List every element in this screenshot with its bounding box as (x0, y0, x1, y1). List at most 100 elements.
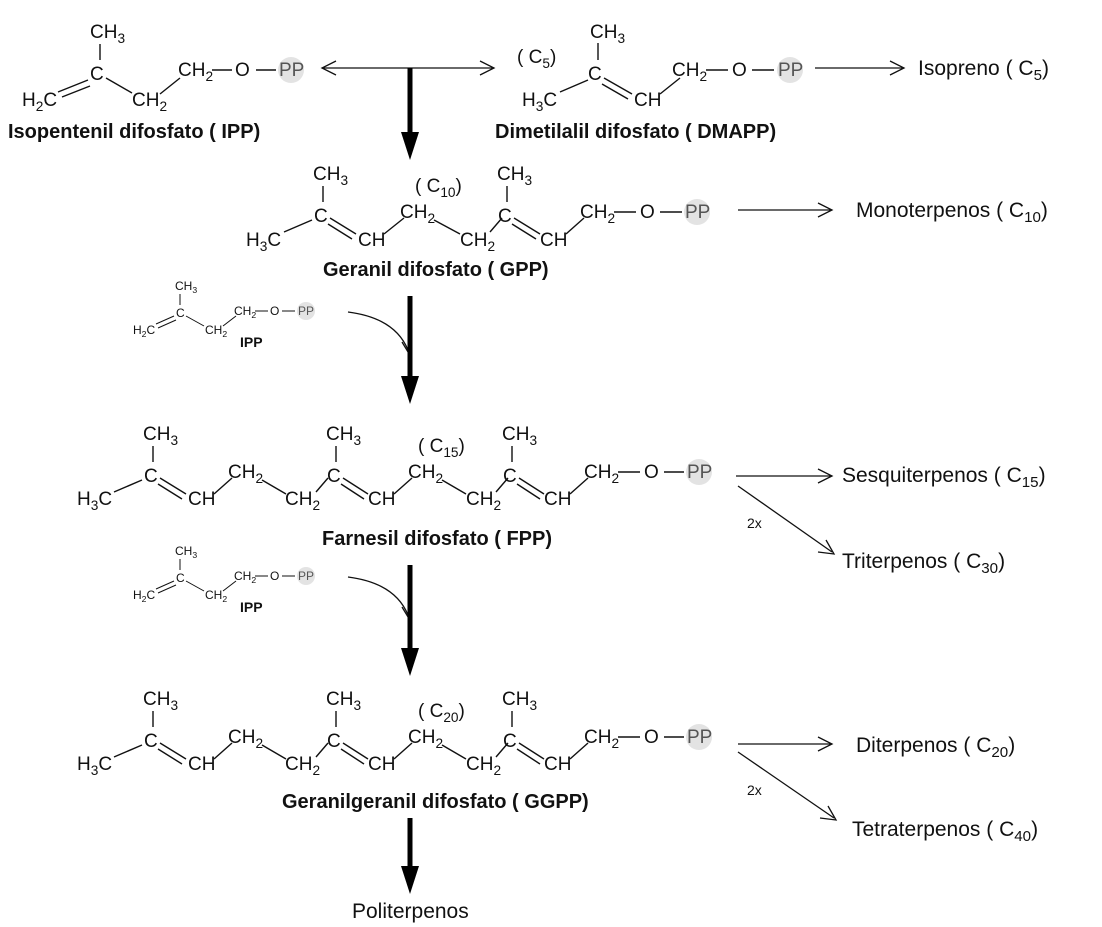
gpp-ch2-3: CH2 (580, 202, 615, 226)
ggpp-ch2-4: CH2 (466, 754, 501, 778)
gpp-label: Geranil difosfato ( GPP) (323, 259, 549, 281)
ipp-ch2-a: CH2 (132, 90, 167, 114)
fpp-c1: C (144, 466, 158, 487)
fpp-c2: C (327, 466, 341, 487)
dmapp-carbon: C (588, 64, 602, 85)
ggpp-oxygen: O (644, 727, 659, 748)
product-isopreno: Isopreno ( C5) (918, 57, 1049, 84)
ipp-oxygen: O (235, 60, 250, 81)
ggpp-ch2-5: CH2 (584, 727, 619, 751)
dmapp-ch2: CH2 (672, 60, 707, 84)
fpp-ch-1: CH (188, 489, 215, 510)
fpp-ch2-4: CH2 (466, 489, 501, 513)
ipp-small-1-ch2-terminal: H2C (133, 323, 155, 339)
ipp-small-1-carbon: C (176, 306, 185, 320)
multiplier-ggpp: 2x (747, 782, 762, 798)
fpp-ch-3: CH (544, 489, 571, 510)
gpp-c1: C (314, 206, 328, 227)
ipp-ch2-terminal: H2C (22, 90, 57, 114)
ggpp-carbon-count: ( C20) (418, 701, 465, 725)
fpp-oxygen: O (644, 462, 659, 483)
ipp-label: Isopentenil difosfato ( IPP) (8, 121, 260, 143)
ipp-ch2-b: CH2 (178, 60, 213, 84)
product-sesquiterpenos: Sesquiterpenos ( C15) (842, 464, 1046, 491)
dmapp-oxygen: O (732, 60, 747, 81)
ipp-small-1-oxygen: O (270, 304, 279, 318)
gpp-methyl-1: CH3 (313, 164, 348, 188)
ipp-pp: PP (279, 60, 304, 81)
fpp-c3: C (503, 466, 517, 487)
ipp-small-1-label: IPP (240, 334, 263, 350)
ggpp-ch-2: CH (368, 754, 395, 775)
fpp-ch2-1: CH2 (228, 462, 263, 486)
ipp-methyl: CH3 (90, 22, 125, 46)
gpp-methyl-2: CH3 (497, 164, 532, 188)
ipp-small-2-carbon: C (176, 571, 185, 585)
ipp-small-2-ch2-a: CH2 (205, 588, 227, 604)
dmapp-carbon-count: ( C5) (517, 47, 556, 71)
fpp-carbon-count: ( C15) (418, 436, 465, 460)
product-monoterpenos: Monoterpenos ( C10) (856, 199, 1048, 226)
ggpp-ch2-2: CH2 (285, 754, 320, 778)
ipp-small-2: CH3 C H2C CH2 CH2 O PP (133, 544, 315, 604)
ipp-incorporation-curve-2 (347, 576, 409, 616)
fpp-ch-2: CH (368, 489, 395, 510)
ggpp-label: Geranilgeranil difosfato ( GGPP) (282, 791, 589, 813)
fpp-methyl-1: CH3 (143, 424, 178, 448)
dmapp-pp: PP (778, 60, 803, 81)
ipp-small-1-methyl: CH3 (175, 279, 197, 295)
ggpp-ch3: H3C (77, 754, 112, 778)
gpp-structure: CH3 C H3C CH CH2 CH2 ( C10) CH3 C CH CH2… (246, 164, 710, 254)
multiplier-fpp: 2x (747, 515, 762, 531)
product-triterpenos: Triterpenos ( C30) (842, 550, 1005, 577)
ipp-carbon: C (90, 64, 104, 85)
ggpp-c2: C (327, 731, 341, 752)
product-politerpenos: Politerpenos (352, 900, 469, 923)
product-tetraterpenos: Tetraterpenos ( C40) (852, 818, 1038, 845)
dmapp-ch3: H3C (522, 90, 557, 114)
ipp-small-2-ch2-terminal: H2C (133, 588, 155, 604)
fpp-pp: PP (687, 462, 712, 483)
ggpp-ch-1: CH (188, 754, 215, 775)
ipp-small-2-methyl: CH3 (175, 544, 197, 560)
ipp-small-1-pp: PP (298, 304, 314, 318)
ggpp-methyl-1: CH3 (143, 689, 178, 713)
product-diterpenos: Diterpenos ( C20) (856, 734, 1015, 761)
ipp-incorporation-curve-1 (347, 311, 409, 351)
ipp-small-2-pp: PP (298, 569, 314, 583)
ggpp-ch-3: CH (544, 754, 571, 775)
fpp-ch2-3: CH2 (408, 462, 443, 486)
ggpp-c3: C (503, 731, 517, 752)
ggpp-ch2-1: CH2 (228, 727, 263, 751)
gpp-ch3: H3C (246, 230, 281, 254)
ipp-small-1: CH3 C H2C CH2 CH2 O PP (133, 279, 315, 339)
ggpp-methyl-2: CH3 (326, 689, 361, 713)
ipp-small-2-ch2-b: CH2 (234, 569, 256, 585)
gpp-ch-2: CH (540, 230, 567, 251)
gpp-ch2-2: CH2 (460, 230, 495, 254)
fpp-ch2-2: CH2 (285, 489, 320, 513)
fpp-methyl-2: CH3 (326, 424, 361, 448)
ggpp-pp: PP (687, 727, 712, 748)
ipp-small-2-label: IPP (240, 599, 263, 615)
dmapp-ch: CH (634, 90, 661, 111)
fpp-label: Farnesil difosfato ( FPP) (322, 528, 552, 550)
fpp-ch3: H3C (77, 489, 112, 513)
ipp-small-2-oxygen: O (270, 569, 279, 583)
fpp-structure: CH3 C H3C CH CH2 CH2 CH3 C CH CH2 CH2 ( … (77, 424, 712, 513)
dmapp-structure: ( C5) CH3 C H3C CH CH2 O PP (517, 22, 803, 114)
ipp-small-1-ch2-a: CH2 (205, 323, 227, 339)
dmapp-label: Dimetilalil difosfato ( DMAPP) (495, 121, 776, 143)
ipp-small-1-ch2-b: CH2 (234, 304, 256, 320)
ggpp-c1: C (144, 731, 158, 752)
gpp-oxygen: O (640, 202, 655, 223)
gpp-c2: C (498, 206, 512, 227)
ggpp-ch2-3: CH2 (408, 727, 443, 751)
ggpp-methyl-3: CH3 (502, 689, 537, 713)
gpp-carbon-count: ( C10) (415, 176, 462, 200)
ipp-structure: CH3 C H2C CH2 CH2 O PP (22, 22, 304, 114)
fpp-methyl-3: CH3 (502, 424, 537, 448)
fpp-ch2-5: CH2 (584, 462, 619, 486)
ggpp-structure: CH3 C H3C CH CH2 CH2 CH3 C CH CH2 CH2 ( … (77, 689, 712, 778)
